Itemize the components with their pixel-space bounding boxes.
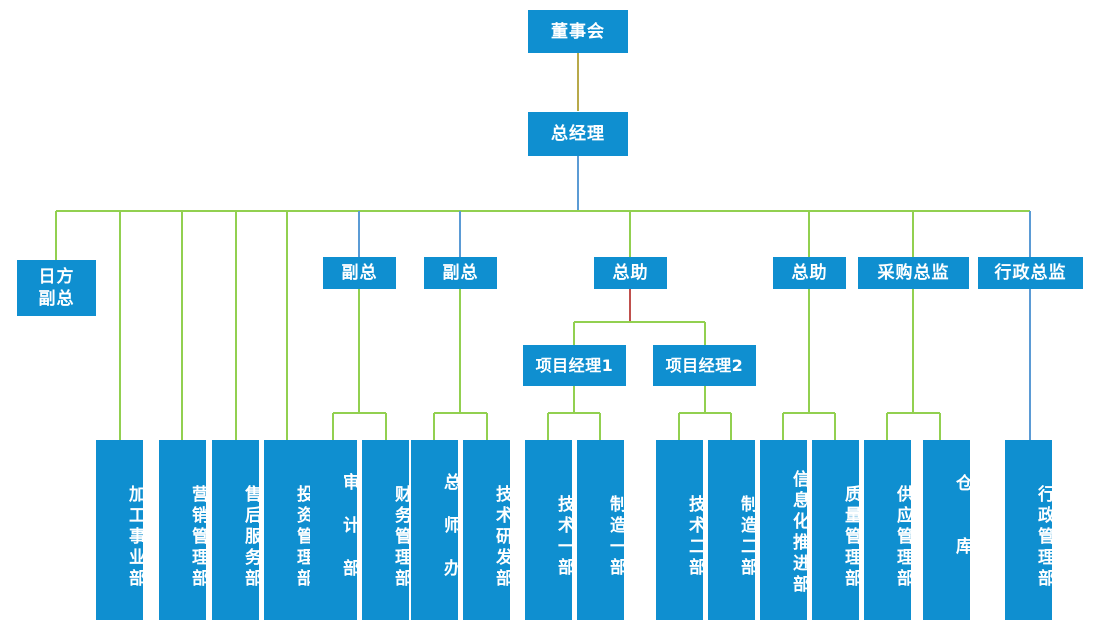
node-dept-marketing[interactable]: 营销管理部 <box>159 440 208 620</box>
node-dept-mfg2-label: 制造二部 <box>737 495 757 579</box>
node-dept-rnd[interactable]: 技术研发部 <box>463 440 512 620</box>
node-dept-informatization-label: 信息化推进部 <box>789 470 809 596</box>
node-dept-informatization[interactable]: 信息化推进部 <box>760 440 809 620</box>
node-dept-finance-label: 财务管理部 <box>391 484 411 590</box>
node-project-manager-2-label: 项目经理2 <box>665 356 744 375</box>
node-vp-2-label: 副总 <box>442 263 479 283</box>
node-admin-director[interactable]: 行政总监 <box>978 257 1083 289</box>
node-dept-processing[interactable]: 加工事业部 <box>96 440 145 620</box>
node-dept-tech1-label: 技术一部 <box>554 495 574 579</box>
node-vp-2[interactable]: 副总 <box>424 257 497 289</box>
node-dept-warehouse-label: 仓库 <box>952 474 972 600</box>
node-dept-tech2[interactable]: 技术二部 <box>656 440 705 620</box>
node-assistant-1[interactable]: 总助 <box>594 257 667 289</box>
node-general-manager-label: 总经理 <box>551 124 605 144</box>
node-purchasing-director[interactable]: 采购总监 <box>858 257 969 289</box>
node-dept-finance[interactable]: 财务管理部 <box>362 440 411 620</box>
node-dept-tech1[interactable]: 技术一部 <box>525 440 574 620</box>
node-dept-audit[interactable]: 审计部 <box>310 440 359 620</box>
node-dept-mfg2[interactable]: 制造二部 <box>708 440 757 620</box>
node-project-manager-1-label: 项目经理1 <box>535 356 614 375</box>
node-jp-vp[interactable]: 日方 副总 <box>17 260 96 316</box>
node-project-manager-2[interactable]: 项目经理2 <box>653 345 756 386</box>
node-dept-rnd-label: 技术研发部 <box>492 484 512 590</box>
node-dept-investment-label: 投资管理部 <box>293 484 313 590</box>
node-assistant-2-label: 总助 <box>791 263 828 283</box>
node-dept-mfg1-label: 制造一部 <box>606 495 626 579</box>
node-assistant-1-label: 总助 <box>612 263 649 283</box>
node-dept-supply[interactable]: 供应管理部 <box>864 440 913 620</box>
node-dept-marketing-label: 营销管理部 <box>188 484 208 590</box>
node-dept-admin[interactable]: 行政管理部 <box>1005 440 1054 620</box>
node-dept-quality-label: 质量管理部 <box>841 484 861 590</box>
node-dept-chief-engineer-label: 总师办 <box>440 472 460 602</box>
node-dept-aftersales-label: 售后服务部 <box>241 484 261 590</box>
node-jp-vp-line1: 日方 <box>38 267 75 287</box>
node-dept-chief-engineer[interactable]: 总师办 <box>411 440 460 620</box>
node-general-manager[interactable]: 总经理 <box>528 112 628 156</box>
node-purchasing-director-label: 采购总监 <box>877 263 950 283</box>
node-dept-quality[interactable]: 质量管理部 <box>812 440 861 620</box>
node-dept-mfg1[interactable]: 制造一部 <box>577 440 626 620</box>
node-admin-director-label: 行政总监 <box>994 263 1067 283</box>
node-board[interactable]: 董事会 <box>528 10 628 53</box>
node-dept-aftersales[interactable]: 售后服务部 <box>212 440 261 620</box>
node-dept-warehouse[interactable]: 仓库 <box>923 440 972 620</box>
node-dept-investment[interactable]: 投资管理部 <box>264 440 313 620</box>
node-dept-tech2-label: 技术二部 <box>685 495 705 579</box>
node-vp-1[interactable]: 副总 <box>323 257 396 289</box>
node-assistant-2[interactable]: 总助 <box>773 257 846 289</box>
node-project-manager-1[interactable]: 项目经理1 <box>523 345 626 386</box>
node-vp-1-label: 副总 <box>341 263 378 283</box>
node-dept-processing-label: 加工事业部 <box>125 484 145 590</box>
node-dept-admin-label: 行政管理部 <box>1034 484 1054 590</box>
node-jp-vp-line2: 副总 <box>38 289 75 309</box>
node-board-label: 董事会 <box>551 21 605 42</box>
node-dept-supply-label: 供应管理部 <box>893 484 913 590</box>
node-dept-audit-label: 审计部 <box>339 472 359 602</box>
